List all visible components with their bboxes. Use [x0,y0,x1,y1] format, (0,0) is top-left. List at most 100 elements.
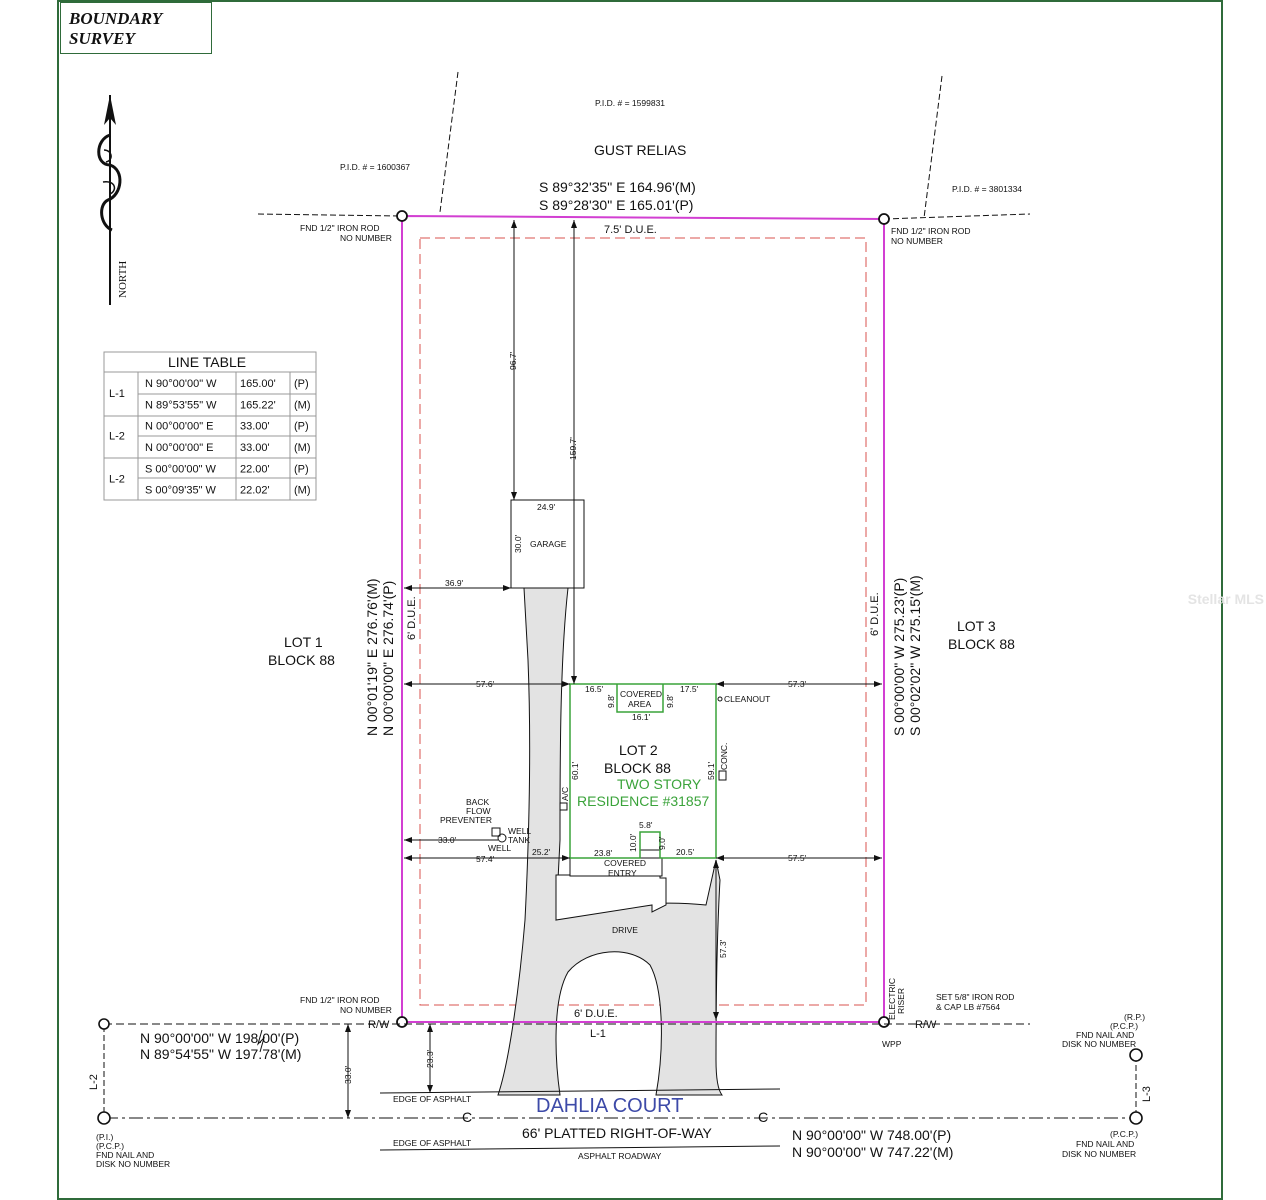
north-label: NORTH [117,261,129,298]
monument-nw-icon [396,210,408,222]
north-extension-right [883,213,1031,220]
pid-line-left [439,71,459,213]
title-line1: BOUNDARY [69,9,163,28]
edge-of-asphalt-top [379,1088,781,1094]
well-tank-line1: WELL [508,826,531,836]
covered-area-line2: AREA [628,699,651,709]
lot2-line2: BLOCK 88 [604,760,671,776]
rp-right-3: FND NAIL AND [1076,1030,1134,1040]
conc-pad-icon [718,770,727,781]
dim-16-1: 16.1' [632,712,651,722]
backflow-line2: FLOW [466,806,491,816]
dim-60-1: 60.1' [570,761,580,780]
line-table-bearing: S 00°09'35" W [145,485,217,497]
covered-area-outline [616,684,664,713]
garage-width: 24.9' [537,502,556,512]
corner-ne-line2: NO NUMBER [891,236,943,246]
dim-33-0: 33.0' [438,835,457,845]
line-table-title: LINE TABLE [168,354,246,370]
dim-59-1: 59.1' [706,761,716,780]
dim-57-6: 57.6' [476,679,495,689]
dim-36-9: 36.9' [445,578,464,588]
line-table-id: L-2 [109,431,125,443]
drive-label: DRIVE [612,925,638,935]
break-mark-icon [256,1029,266,1053]
easement-boundary [419,237,867,1006]
dim-57-3-south: 57.3' [718,939,728,958]
dim-57-4: 57.4' [476,854,495,864]
pcp-right-1: (P.C.P.) [1110,1129,1138,1139]
covered-area-line1: COVERED [620,689,662,699]
corner-nw-line2: NO NUMBER [340,233,392,243]
rp-right-2: (P.C.P.) [1110,1021,1138,1031]
pi-left-1: (P.I.) [96,1132,113,1142]
line-table-source: (P) [294,421,309,433]
pid-left: P.I.D. # = 1600367 [340,162,410,172]
corner-ne-line1: FND 1/2" IRON ROD [891,226,971,236]
residence-outline [569,683,717,859]
line-table: LINE TABLE [103,351,317,501]
conc-label: CONC. [719,743,729,770]
pid-line-right [923,75,943,219]
dim-9-8a: 9.8' [606,694,616,708]
wpp-label: WPP [882,1039,902,1049]
covered-entry-line1: COVERED [604,858,646,868]
corner-sw-line1: FND 1/2" IRON ROD [300,995,380,1005]
dim-25-2: 25.2' [532,847,551,857]
title-block: BOUNDARY SURVEY [60,2,212,54]
line-table-id: L-2 [109,473,125,485]
lot2-line1: LOT 2 [619,742,658,758]
monument-sw-icon [396,1016,408,1028]
well-tank-line2: TANK [508,835,530,845]
lot1-line2: BLOCK 88 [268,652,335,668]
dim-9-0: 9.0' [657,836,667,850]
watermark: Stellar MLS [1187,591,1264,607]
residence-line1: TWO STORY [617,776,702,792]
dim-23-3: 23.3' [425,1049,435,1068]
garage-depth: 30.0' [513,534,523,553]
easement-north: 7.5' D.U.E. [604,224,657,236]
edge-of-asphalt-bottom [379,1145,781,1151]
edge-top-label: EDGE OF ASPHALT [393,1094,471,1104]
street-name: DAHLIA COURT [536,1095,683,1117]
dim-57-5: 57.5' [788,853,807,863]
edge-bottom-label: EDGE OF ASPHALT [393,1138,471,1148]
north-line-platted: S 89°28'30" E 165.01'(P) [539,197,693,213]
corner-sw-line2: NO NUMBER [340,1005,392,1015]
pid-top: P.I.D. # = 1599831 [595,98,665,108]
south-line-platted: N 90°00'00" W 198.00'(P) [140,1030,299,1046]
line-table-source: (P) [294,463,309,475]
lot3-line2: BLOCK 88 [948,636,1015,652]
west-line-measured: N 00°01'19" E 276.76'(M) [364,578,380,736]
pi-left-3: FND NAIL AND [96,1150,154,1160]
line-table-source: (M) [294,399,311,411]
line-table-distance: 22.00' [240,463,270,475]
dimension-lines [347,220,882,1118]
line-table-bearing: N 00°00'00" E [145,442,214,454]
line-table-distance: 165.22' [240,399,276,411]
dim-5-8: 5.8' [639,820,653,830]
line-table-id: L-1 [109,388,125,400]
dim-159-7: 159.7' [568,437,578,460]
line-table-bearing: S 00°00'00" W [145,463,217,475]
corner-se-line2: & CAP LB #7564 [936,1002,1000,1012]
well-tank-icon [497,833,507,843]
line-table-distance: 33.00' [240,421,270,433]
centerline-left-icon: C [462,1109,472,1125]
corner-nw-line1: FND 1/2" IRON ROD [300,223,380,233]
monument-pcp-icon [1129,1111,1143,1125]
line-table-source: (M) [294,485,311,497]
pcp-right-2: FND NAIL AND [1076,1139,1134,1149]
monument-ne-icon [878,213,890,225]
rw-left: R/W [368,1019,390,1031]
line-table-distance: 165.00' [240,378,276,390]
pi-left-4: DISK NO NUMBER [96,1159,170,1169]
north-extension-left [257,213,403,217]
l1-label: L-1 [590,1028,606,1040]
line-table-distance: 33.00' [240,442,270,454]
easement-south: 6' D.U.E. [574,1008,618,1020]
south-line-measured: N 89°54'55" W 197.78'(M) [140,1046,301,1062]
l3-label: L-3 [1141,1086,1153,1102]
